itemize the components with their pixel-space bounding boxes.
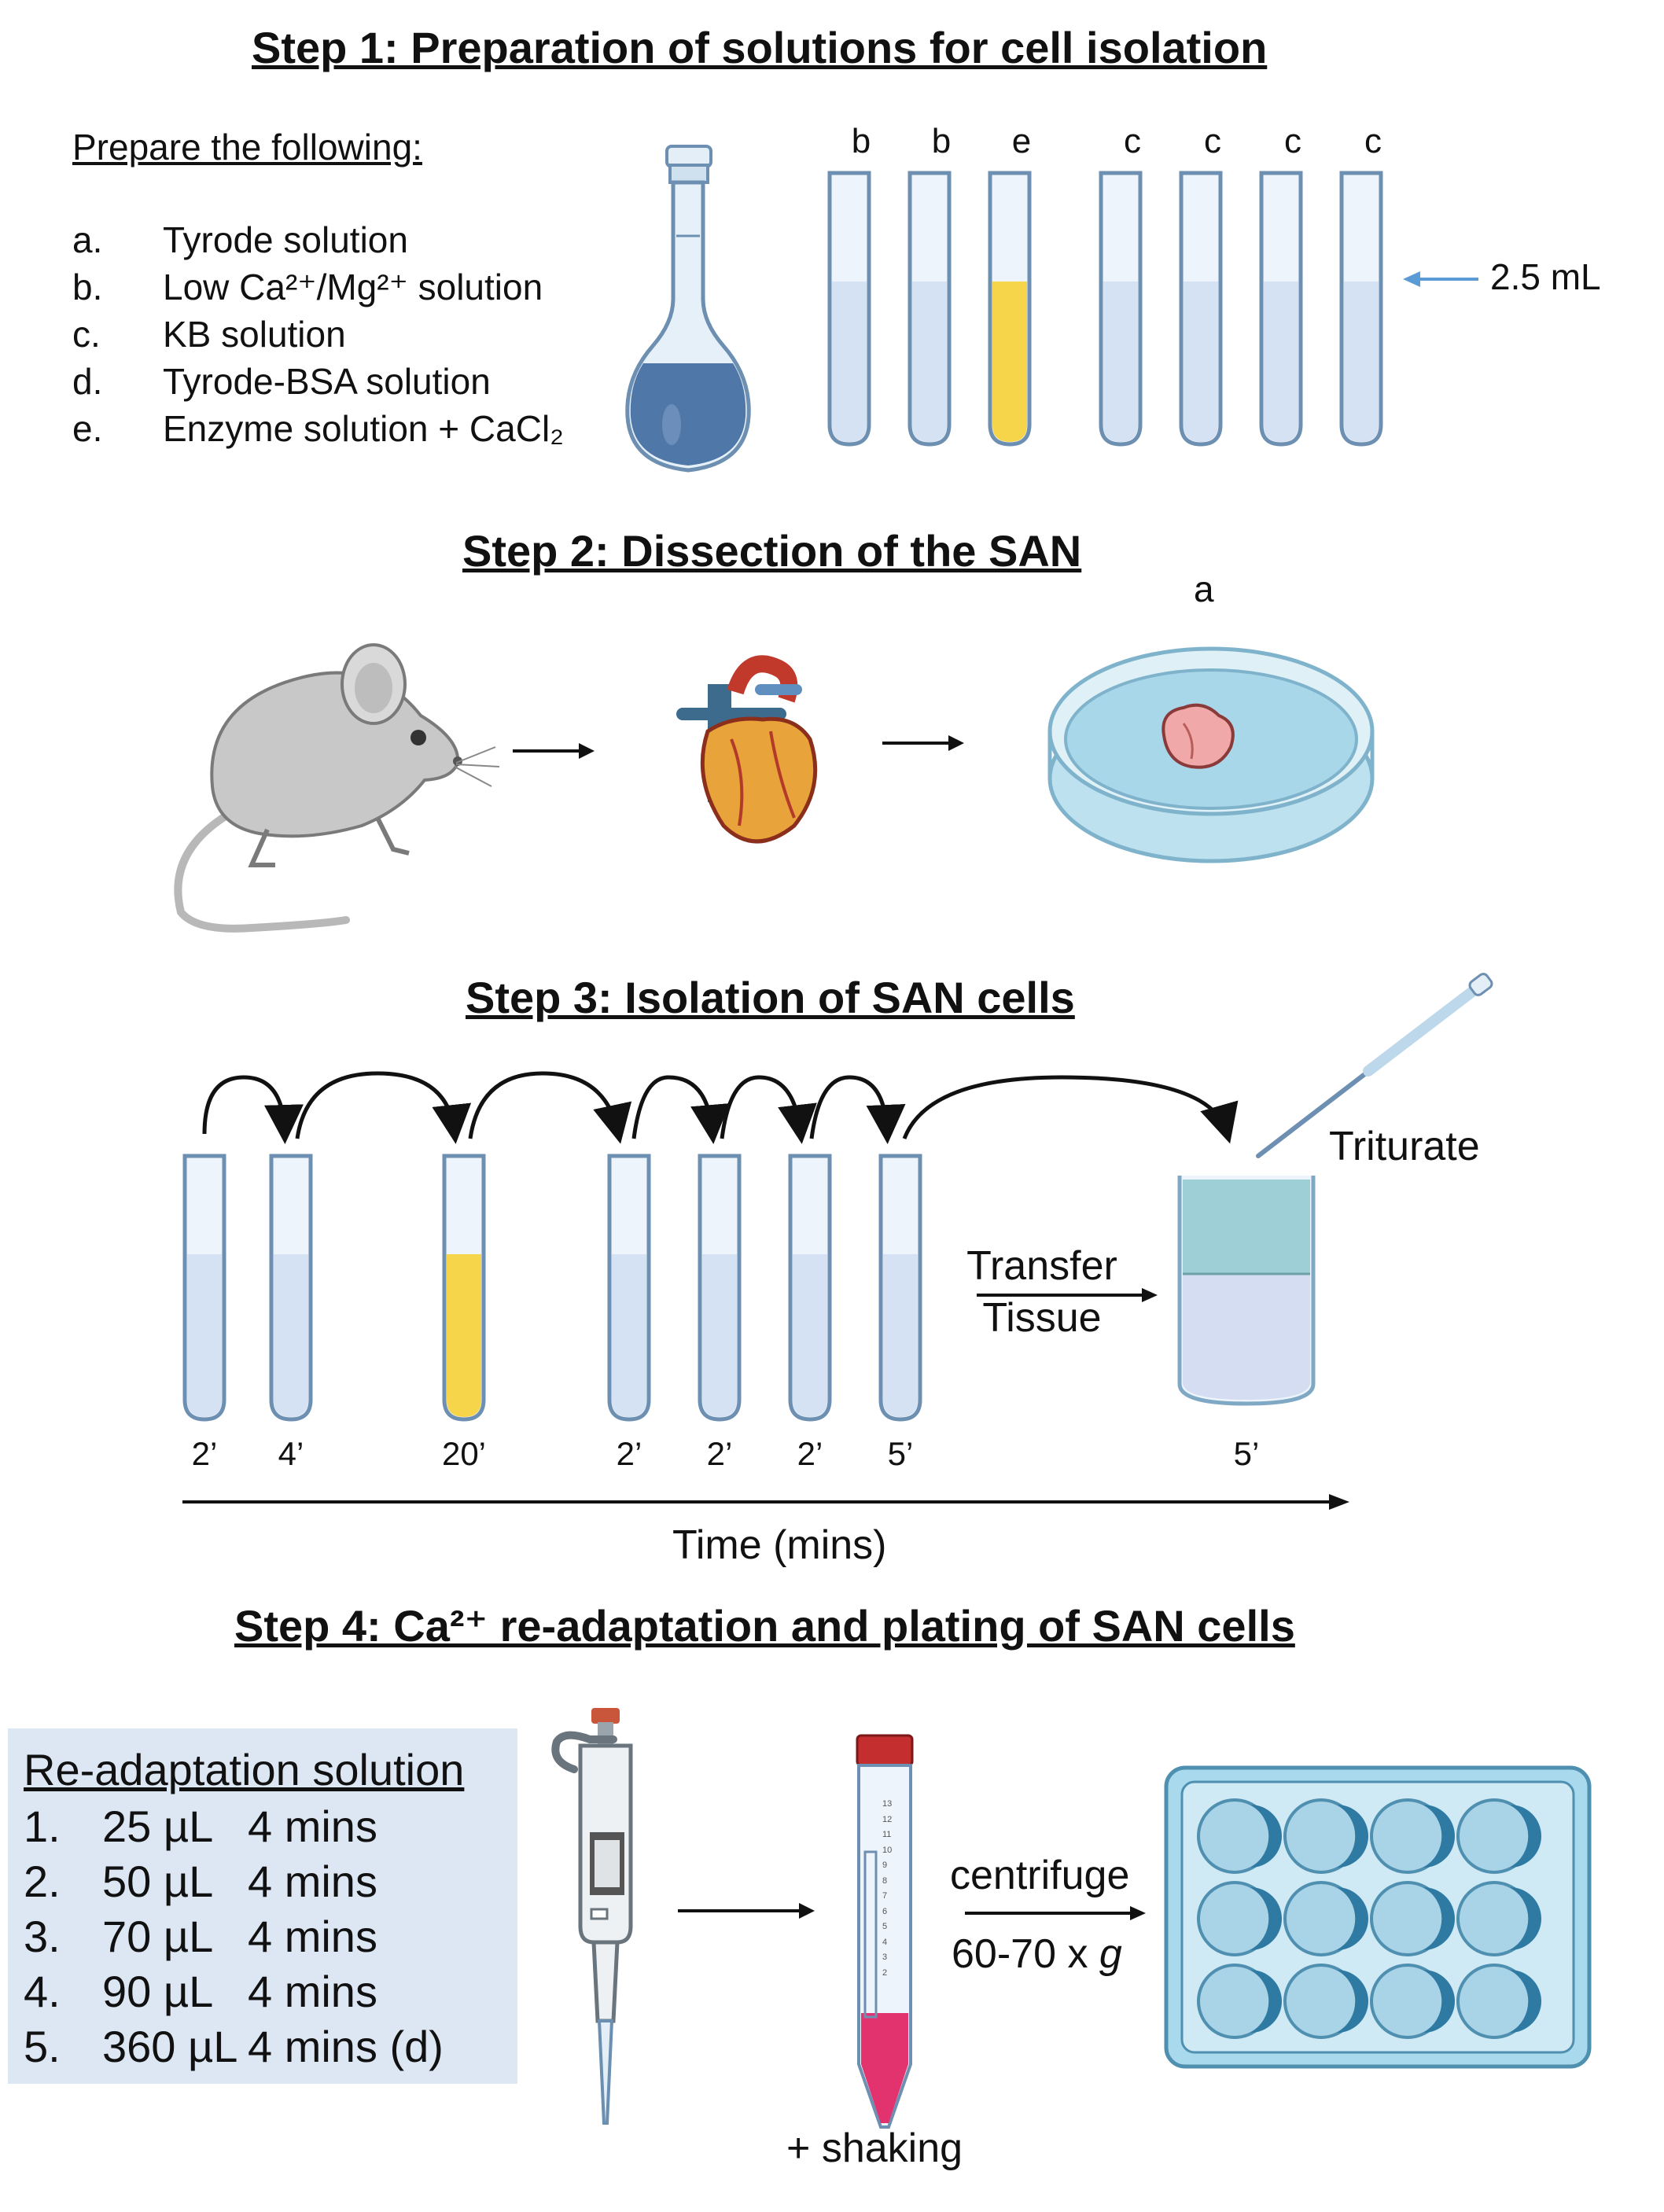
step2-title: Step 2: Dissection of the SAN [462,526,1082,576]
triturate-label: Triturate [1329,1124,1480,1169]
tube-label: c [1204,122,1221,160]
test-tube-icon [1259,171,1303,447]
tube-scale-mark: 13 12 11 10 9 8 7 6 5 4 3 2 [882,1799,893,1978]
test-tube-icon [607,1154,651,1422]
plate-well-shadow [1250,1887,1282,1950]
wells [1197,1798,1541,2039]
tube-label: e [1011,122,1032,160]
step1-tube-rack [827,171,1383,447]
test-tube-icon [1099,171,1143,447]
transfer-label: Transfer Tissue [966,1243,1117,1341]
tube-label: b [931,122,952,160]
solution-item: a.Tyrode solution [72,219,408,260]
micropipette-icon [551,1708,633,2125]
plate-well-shadow [1337,1970,1368,2033]
tube-label: c [1124,122,1141,160]
time-axis-arrow [182,1494,1349,1510]
prepare-heading: Prepare the following: [72,127,422,167]
plate-well-shadow [1510,1805,1541,1868]
readaptation-panel [8,1728,517,2084]
test-tube-icon [182,1154,226,1422]
step4-title: Step 4: Ca²⁺ re-adaptation and plating o… [234,1601,1295,1651]
plate-well-shadow [1250,1970,1282,2033]
time-label: 2’ [616,1435,642,1472]
test-tube-icon [788,1154,832,1422]
petri-dish-icon [1047,646,1375,863]
centrifuge-arrow-icon [965,1906,1146,1920]
time-label: 5’ [1233,1435,1260,1472]
time-label: 2’ [706,1435,733,1472]
volumetric-flask-icon [625,145,751,473]
transfer-arrows [202,1071,1239,1144]
enzyme-tube-icon [988,171,1032,447]
test-tube-icon [1179,171,1223,447]
heart-icon [676,655,818,844]
arrow-right-icon [882,735,964,751]
step3-title: Step 3: Isolation of SAN cells [466,973,1075,1022]
enzyme-tube-icon [442,1154,486,1422]
arrow-right-icon [678,1903,815,1919]
arrow-right-icon [513,743,595,759]
plate-well-shadow [1250,1805,1282,1868]
solution-item: b.Low Ca²⁺/Mg²⁺ solution [72,267,543,307]
volume-label: 2.5 mL [1490,256,1601,297]
shaking-label: + shaking [786,2126,963,2171]
step1-title: Step 1: Preparation of solutions for cel… [252,23,1268,72]
solution-list: a.Tyrode solution b.Low Ca²⁺/Mg²⁺ soluti… [72,216,564,452]
plate-well-shadow [1510,1887,1541,1950]
time-label: 2’ [797,1435,823,1472]
dish-label: a [1194,569,1214,609]
plate-well-shadow [1510,1970,1541,2033]
plate-well-shadow [1337,1805,1368,1868]
test-tube-icon [698,1154,742,1422]
test-tube-icon [907,171,952,447]
tube-label: c [1364,122,1382,160]
falcon-tube-icon [856,1734,914,2129]
transfer-arrow-icon [977,1288,1158,1302]
step3-tube-series [182,1154,922,1422]
solution-item: e.Enzyme solution + CaCl₂ [72,408,565,449]
pipette-tip-icon [1256,973,1493,1158]
tube-label: b [851,122,871,160]
beaker-icon [1177,1176,1316,1406]
test-tube-icon [269,1154,313,1422]
plate-well-shadow [1423,1805,1455,1868]
solution-item: c.KB solution [72,314,346,355]
well-plate-icon [1164,1765,1592,2069]
plate-well-shadow [1423,1970,1455,2033]
plate-well-shadow [1423,1887,1455,1950]
time-label: 5’ [887,1435,914,1472]
centrifuge-label: centrifuge [950,1853,1130,1898]
readaptation-heading: Re-adaptation solution [24,1745,465,1794]
solution-item: d.Tyrode-BSA solution [72,361,491,402]
time-label: 2’ [191,1435,218,1472]
volume-arrow-icon [1403,271,1478,287]
tube-label: c [1284,122,1301,160]
test-tube-icon [878,1154,922,1422]
test-tube-icon [1339,171,1383,447]
time-axis-label: Time (mins) [672,1522,887,1568]
mouse-icon [174,643,500,933]
plate-well-shadow [1337,1887,1368,1950]
centrifuge-speed: 60-70 x g [952,1931,1122,1977]
time-label: 4’ [278,1435,304,1472]
time-label: 20’ [441,1435,487,1472]
test-tube-icon [827,171,871,447]
